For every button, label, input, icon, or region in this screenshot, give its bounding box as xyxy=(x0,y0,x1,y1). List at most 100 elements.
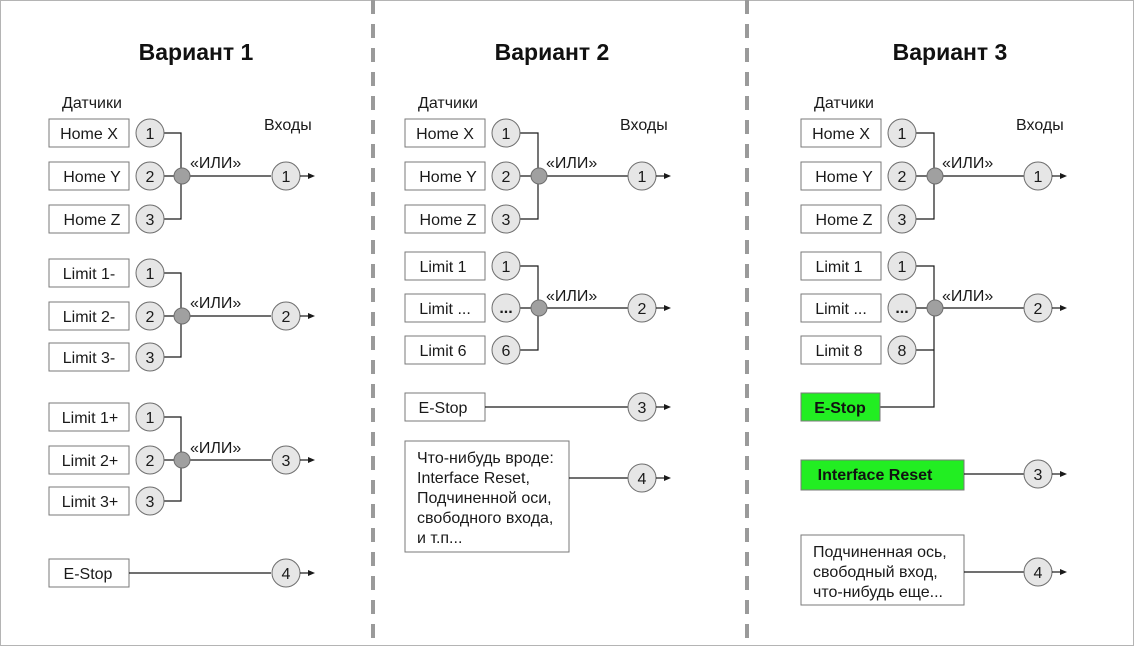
or-group: Home X 1 Home Y 2 Home Z 3 «ИЛИ» 1 xyxy=(800,118,1067,234)
sensor-label: Home Z xyxy=(420,212,477,229)
sensor-label: Home X xyxy=(60,126,118,143)
pin-number: 3 xyxy=(146,212,155,229)
arrow-head xyxy=(664,404,671,410)
sensor-label: Limit 3+ xyxy=(62,494,118,511)
sensor-box xyxy=(48,258,130,288)
arrow-head xyxy=(1060,173,1067,179)
arrow-head xyxy=(664,305,671,311)
pin-number: 8 xyxy=(898,343,907,360)
sensors-label: Датчики xyxy=(814,95,874,112)
note-line: Interface Reset, xyxy=(417,470,530,487)
sensor-label: Home Z xyxy=(64,212,121,229)
or-node xyxy=(530,167,548,185)
inputs-label: Входы xyxy=(620,117,668,134)
direct-input: Подчиненная ось, свободный вход, что-ниб… xyxy=(800,534,1067,606)
pin-circle xyxy=(491,204,521,234)
pin-circle xyxy=(135,118,165,148)
variant-title: Вариант 2 xyxy=(495,39,610,65)
pin-circle xyxy=(887,293,917,323)
sensor-box xyxy=(48,342,130,372)
pin-circle xyxy=(135,486,165,516)
sensors-label: Датчики xyxy=(418,95,478,112)
sensor-box xyxy=(800,251,882,281)
note-box xyxy=(800,534,965,606)
sensor-label: Home X xyxy=(416,126,474,143)
arrow-head xyxy=(1060,471,1067,477)
sensor-label: E-Stop xyxy=(419,400,468,417)
sensor-box xyxy=(404,161,486,191)
sensor-label: Home X xyxy=(812,126,870,143)
arrow-head xyxy=(1060,305,1067,311)
pin-circle xyxy=(135,301,165,331)
pin-number: ... xyxy=(499,300,512,317)
pin-circle xyxy=(887,118,917,148)
pin-circle xyxy=(887,204,917,234)
variant-3: Вариант 3 Датчики Входы Home X 1 Home Y … xyxy=(800,39,1067,606)
inputs-label: Входы xyxy=(1016,117,1064,134)
sensor-box xyxy=(48,558,130,588)
sensor-label: Limit 1 xyxy=(815,259,862,276)
pin-circle xyxy=(491,335,521,365)
or-group: Limit 1 1 Limit ... ... Limit 8 8 E-Stop… xyxy=(800,251,1067,422)
or-node xyxy=(530,299,548,317)
sensor-box xyxy=(800,293,882,323)
pin-number: 2 xyxy=(502,169,511,186)
sensor-label: Home Y xyxy=(815,169,873,186)
direct-input: Interface Reset 3 xyxy=(800,459,1067,491)
variant-1: Вариант 1 Датчики Входы Home X 1 Home Y … xyxy=(48,39,315,588)
pin-number: 3 xyxy=(898,212,907,229)
sensor-box xyxy=(48,445,130,475)
sensor-label: Limit 6 xyxy=(419,343,466,360)
or-label: «ИЛИ» xyxy=(190,440,241,457)
pin-number: 2 xyxy=(146,453,155,470)
input-number: 4 xyxy=(638,471,647,488)
sensor-box xyxy=(404,392,486,422)
pin-circle xyxy=(135,258,165,288)
or-group: Home X 1 Home Y 2 Home Z 3 «ИЛИ» 1 xyxy=(404,118,671,234)
sensor-box xyxy=(48,161,130,191)
note-box xyxy=(404,440,570,553)
sensor-box xyxy=(800,161,882,191)
pin-circle xyxy=(135,161,165,191)
or-node xyxy=(926,299,944,317)
pin-number: 1 xyxy=(898,259,907,276)
pin-circle xyxy=(491,118,521,148)
pin-number: 6 xyxy=(502,343,511,360)
sensor-box xyxy=(48,118,130,148)
sensor-label: E-Stop xyxy=(64,566,113,583)
input-number: 3 xyxy=(638,400,647,417)
estop-box-highlighted xyxy=(800,392,881,422)
pin-circle xyxy=(491,161,521,191)
pin-number: 3 xyxy=(146,494,155,511)
input-number: 2 xyxy=(282,309,291,326)
arrow-head xyxy=(664,173,671,179)
pin-number: 1 xyxy=(146,410,155,427)
input-number: 3 xyxy=(1034,467,1043,484)
variant-title: Вариант 1 xyxy=(139,39,254,65)
arrow-head xyxy=(308,570,315,576)
sensor-box xyxy=(48,301,130,331)
sensor-box xyxy=(800,335,882,365)
direct-input: E-Stop 3 xyxy=(404,392,671,422)
variant-2: Вариант 2 Датчики Входы Home X 1 Home Y … xyxy=(404,39,671,553)
input-number: 2 xyxy=(1034,301,1043,318)
input-number: 3 xyxy=(282,453,291,470)
sensor-label: Limit ... xyxy=(815,301,867,318)
sensor-label: Limit 2- xyxy=(63,309,115,326)
or-group: Limit 1- 1 Limit 2- 2 Limit 3- 3 «ИЛИ» 2 xyxy=(48,258,315,372)
or-label: «ИЛИ» xyxy=(190,155,241,172)
sensor-label: Limit 1 xyxy=(419,259,466,276)
pin-circle xyxy=(135,204,165,234)
note-line: Подчиненная ось, xyxy=(813,544,947,561)
sensor-label: Limit 1+ xyxy=(62,410,118,427)
sensor-label: Home Z xyxy=(816,212,873,229)
variant-title: Вариант 3 xyxy=(893,39,1008,65)
interface-reset-box-highlighted xyxy=(800,459,965,491)
sensor-box xyxy=(404,251,486,281)
pin-number: 2 xyxy=(146,169,155,186)
sensor-box xyxy=(48,402,130,432)
or-node xyxy=(173,167,191,185)
arrow-head xyxy=(308,457,315,463)
or-node xyxy=(173,451,191,469)
